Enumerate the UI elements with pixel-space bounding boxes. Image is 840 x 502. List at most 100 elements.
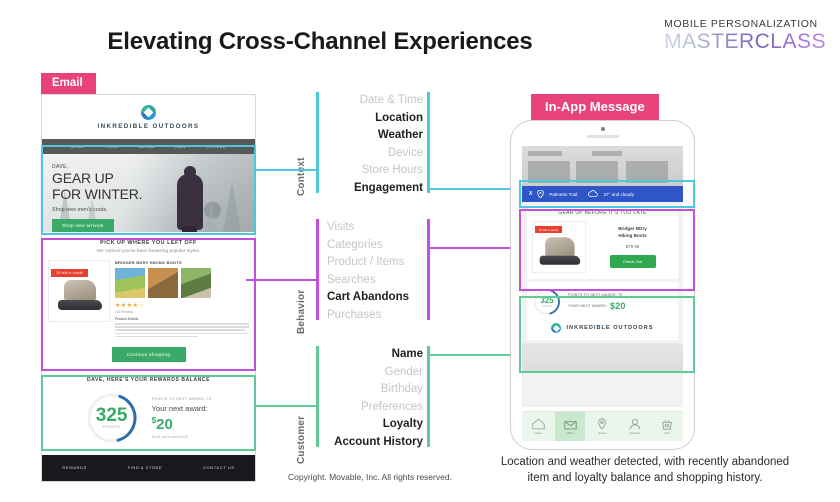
- rewards-fine-print: So far, you've earned $15: [151, 434, 188, 439]
- brand-logo-icon: [141, 104, 156, 120]
- behavior-item-categories[interactable]: Categories: [327, 238, 383, 251]
- nav-item-account[interactable]: Account: [620, 418, 650, 435]
- nav-label: Account: [629, 431, 640, 435]
- pickup-product-name: BRIDGER BDRY HIKING BOOTS: [115, 260, 182, 265]
- close-icon[interactable]: X: [529, 191, 533, 197]
- nav-item-home[interactable]: Home: [523, 418, 553, 435]
- envelope-icon: [564, 420, 577, 429]
- phone-screen: X Palmetto Trail 37° and cloudy GEAR UP …: [522, 146, 683, 407]
- continue-shopping-button[interactable]: Continue shopping: [111, 346, 186, 362]
- context-item-weather[interactable]: Weather: [377, 129, 423, 141]
- group-bar-left-context: [316, 92, 319, 193]
- offer-stock-badge: 10 left in stock: [535, 226, 563, 233]
- person-icon: [629, 418, 640, 430]
- email-nav-item-camp[interactable]: CAMP: [70, 144, 86, 149]
- pickup-thumbnails: [115, 268, 249, 298]
- email-nav-bar: CAMP HIKE CLIMB RUN TRAVEL: [42, 139, 255, 154]
- page-title: Elevating Cross-Channel Experiences: [107, 28, 533, 55]
- footer-link-contact-us[interactable]: CONTACT US: [203, 465, 235, 471]
- pickup-product-image: 10 left in stock!: [48, 260, 110, 322]
- explanation-caption: Location and weather detected, with rece…: [455, 454, 835, 486]
- thumbnail-image[interactable]: [148, 268, 178, 298]
- context-item-engagement[interactable]: Engagement: [353, 181, 423, 194]
- context-item-device[interactable]: Device: [387, 146, 423, 159]
- context-item-location[interactable]: Location: [375, 111, 423, 124]
- email-nav-item-run[interactable]: RUN: [174, 144, 186, 149]
- group-label-behavior: Behavior: [296, 289, 307, 334]
- offer-product-name-line1: Bridger BDry: [618, 226, 647, 231]
- currency-symbol: $: [151, 415, 157, 425]
- group-items-customer: Name Gender Birthday Preferences Loyalty…: [327, 346, 423, 451]
- connector-context-left: [256, 169, 316, 171]
- offer-title: GEAR UP BEFORE IT'S TOO LATE: [558, 210, 647, 216]
- hero-headline-1: GEAR UP: [52, 170, 114, 186]
- inapp-offer-card: GEAR UP BEFORE IT'S TOO LATE 10 left in …: [527, 205, 678, 279]
- customer-item-gender[interactable]: Gender: [384, 365, 423, 378]
- customer-item-birthday[interactable]: Birthday: [380, 383, 423, 395]
- customer-item-name[interactable]: Name: [391, 348, 423, 360]
- offer-product-image: 10 left in stock: [532, 221, 586, 273]
- hero-headline-2: FOR WINTER.: [52, 186, 143, 202]
- nav-label: Offers: [566, 430, 575, 435]
- nav-label: Cart: [664, 431, 670, 435]
- nav-item-cart[interactable]: Cart: [652, 418, 682, 435]
- amount-value: 20: [156, 415, 173, 433]
- inapp-channel-badge: In-App Message: [531, 94, 659, 120]
- hiking-boot-icon: [538, 237, 581, 265]
- loyalty-brand-row: INKREDIBLE OUTDOORS: [533, 323, 672, 333]
- thumbnail-image[interactable]: [115, 268, 145, 298]
- behavior-item-product-items[interactable]: Product / Items: [327, 256, 405, 268]
- rewards-to-next-award: POINTS TO NEXT AWARD: 75: [151, 396, 212, 401]
- email-hero-section: DAVE, GEAR UP FOR WINTER. Shop new men's…: [42, 154, 255, 232]
- loyalty-points-value: 325: [540, 295, 554, 305]
- hero-subtext: Shop new men's coats.: [52, 207, 108, 213]
- phone-camera-icon: [600, 127, 605, 131]
- customer-item-loyalty[interactable]: Loyalty: [382, 418, 423, 430]
- banner-location-text: Palmetto Trail: [549, 191, 578, 197]
- customer-item-account-history[interactable]: Account History: [334, 435, 423, 448]
- email-nav-item-hike[interactable]: HIKE: [105, 144, 119, 149]
- email-brand-header: INKREDIBLE OUTDOORS: [42, 95, 255, 139]
- behavior-item-visits[interactable]: Visits: [327, 221, 355, 233]
- home-icon: [532, 418, 545, 430]
- rewards-points-label: POINTS: [103, 424, 121, 429]
- cloud-weather-icon: [588, 190, 599, 198]
- behavior-item-searches[interactable]: Searches: [327, 273, 376, 286]
- group-bar-right-context: [427, 92, 430, 193]
- connector-behavior-left: [246, 279, 316, 281]
- group-label-customer: Customer: [296, 415, 307, 464]
- connector-customer-left: [256, 405, 316, 407]
- behavior-item-purchases[interactable]: Purchases: [327, 308, 382, 321]
- nav-item-offers[interactable]: Offers: [555, 412, 586, 441]
- check-out-button[interactable]: Check Out: [609, 255, 656, 268]
- loyalty-to-next-award: POINTS TO NEXT AWARD: 75: [568, 293, 623, 297]
- group-bar-right-customer: [427, 346, 430, 447]
- rewards-next-award-amount: $20: [152, 413, 212, 433]
- pickup-title: PICK UP WHERE YOU LEFT OFF: [100, 240, 197, 246]
- context-item-date-time[interactable]: Date & Time: [359, 94, 423, 106]
- hiking-boot-icon: [56, 280, 102, 310]
- context-item-store-hours[interactable]: Store Hours: [361, 164, 423, 176]
- loyalty-brand-name: INKREDIBLE OUTDOORS: [566, 325, 654, 331]
- footer-link-rewards[interactable]: REWARDS: [62, 465, 87, 471]
- footer-link-find-a-store[interactable]: FIND A STORE: [127, 465, 163, 471]
- inapp-loyalty-card: 325 POINTS POINTS TO NEXT AWARD: 75 YOUR…: [527, 282, 678, 340]
- phone-bottom-nav: Home Offers Stores Account Cart: [522, 411, 683, 441]
- customer-item-preferences[interactable]: Preferences: [360, 400, 423, 413]
- nav-item-stores[interactable]: Stores: [587, 418, 617, 435]
- map-pin-icon: [598, 418, 607, 430]
- basket-icon: [662, 420, 672, 430]
- banner-weather-text: 37° and cloudy: [603, 191, 634, 197]
- email-footer: REWARDS FIND A STORE CONTACT US: [42, 454, 255, 481]
- review-count: 147 Reviews: [115, 310, 134, 314]
- email-nav-item-travel[interactable]: TRAVEL: [205, 144, 227, 149]
- thumbnail-image[interactable]: [181, 268, 211, 298]
- caption-line-1: Location and weather detected, with rece…: [500, 456, 790, 468]
- hero-tree-decor: [205, 202, 217, 232]
- hero-cta-button[interactable]: Shop new arrivals: [52, 219, 114, 232]
- email-rewards-section: DAVE, HERE'S YOUR REWARDS BALANCE 325 PO…: [42, 367, 255, 455]
- email-nav-item-climb[interactable]: CLIMB: [138, 144, 155, 149]
- offer-price: $79.99: [625, 244, 640, 249]
- behavior-item-cart-abandons[interactable]: Cart Abandons: [327, 291, 409, 303]
- context-banner: X Palmetto Trail 37° and cloudy: [522, 186, 683, 202]
